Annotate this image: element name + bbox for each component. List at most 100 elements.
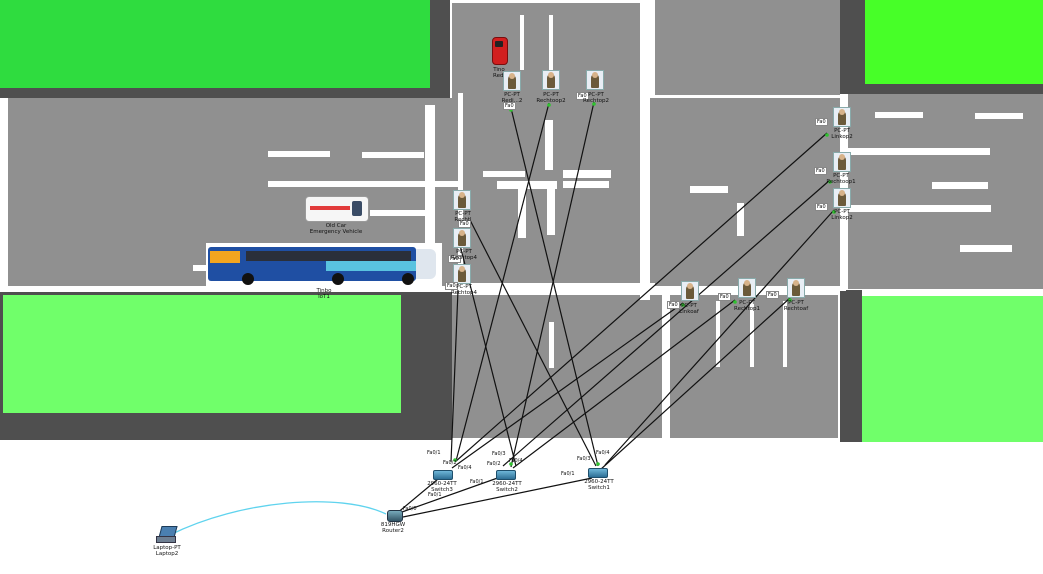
lane-marking xyxy=(549,15,553,70)
lane-marking xyxy=(737,203,744,236)
pc-name: PC-PT xyxy=(543,92,559,98)
link-light xyxy=(733,300,737,304)
lane-marking xyxy=(518,188,526,238)
bus-wheel xyxy=(242,273,254,285)
pc-icon[interactable] xyxy=(833,152,851,174)
pc-name: PC-PT xyxy=(834,128,850,134)
pc-icon[interactable] xyxy=(787,278,805,300)
link-light xyxy=(547,103,551,107)
port-label: Fa0/4 xyxy=(509,458,523,464)
pc-label: PC-PT Rechtoaf xyxy=(780,300,812,312)
ambulance-icon[interactable] xyxy=(305,196,369,222)
pc-name: PC-PT xyxy=(739,300,755,306)
pc-subname: Rechtoaf xyxy=(783,306,809,312)
grass-top-right xyxy=(865,0,1043,84)
port-tag: Fa0 xyxy=(667,301,680,309)
laptop-label: Laptop-PT Laptop2 xyxy=(145,545,189,557)
pc-icon[interactable] xyxy=(453,228,471,250)
lane-marking xyxy=(362,152,424,158)
lane-marking xyxy=(563,170,611,178)
port-label: Fa0/2 xyxy=(443,460,457,466)
bus-icon[interactable] xyxy=(206,243,442,288)
router-model: 819HGW xyxy=(380,522,406,528)
curb-top-left xyxy=(430,0,450,88)
laptop-base xyxy=(156,536,176,543)
bus-label: Tinbo IoT1 xyxy=(306,288,342,300)
road-bottom-right xyxy=(670,295,838,438)
cable xyxy=(395,473,445,515)
pc-label: PC-PT Redi...2 xyxy=(496,92,528,104)
pc-label: PC-PT Rechtop4 xyxy=(450,284,478,296)
port-tag: Fa0 xyxy=(458,220,471,228)
pc-icon[interactable] xyxy=(738,278,756,300)
port-label: Fa0/1 xyxy=(470,479,484,485)
bus-base-stripe xyxy=(193,265,207,271)
laptop-name: Laptop2 xyxy=(155,551,179,557)
router-icon[interactable] xyxy=(387,510,403,522)
laptop-icon[interactable] xyxy=(156,526,178,543)
port-label: Fa0/1 xyxy=(428,492,442,498)
bus-wheel xyxy=(402,273,414,285)
pc-name: PC-PT xyxy=(833,173,849,179)
port-label: Fa0/2 xyxy=(487,461,501,467)
pc-subname: Rechtl xyxy=(454,217,472,223)
router-name: Router2 xyxy=(382,528,404,534)
lane-marking xyxy=(497,181,557,189)
pc-subname: Linkop2 xyxy=(831,215,853,221)
ambulance-stripe xyxy=(310,206,350,210)
pc-name: PC-PT xyxy=(456,284,472,290)
pc-subname: Rechtop1 xyxy=(734,306,760,312)
pc-label: PC-PT Rechtop1 xyxy=(730,300,764,312)
lane-marking xyxy=(932,182,988,189)
ambulance-label: Old Car Emergency Vehicle xyxy=(305,223,367,235)
pc-icon[interactable] xyxy=(586,70,604,92)
port-tag: Fa0 xyxy=(445,282,458,290)
lane-marking xyxy=(662,290,668,438)
pc-name: PC-PT xyxy=(834,209,850,215)
pc-label: PC-PT Rechtl xyxy=(450,211,476,223)
cable xyxy=(450,289,459,463)
bus-accent xyxy=(210,251,240,263)
lane-marking xyxy=(845,148,990,155)
pc-subname: Rechtop2 xyxy=(583,98,609,104)
pc-subname: Linkoaf xyxy=(679,309,699,315)
switch-model: 2960-24TT xyxy=(427,481,457,487)
pc-icon[interactable] xyxy=(542,70,560,92)
switch-name: Switch3 xyxy=(431,487,453,493)
lane-marking xyxy=(783,301,787,367)
road-middle-right xyxy=(848,94,1043,289)
port-label: Fa0/3 xyxy=(492,451,506,457)
port-tag: Fa0 xyxy=(766,291,779,299)
road-top-right xyxy=(655,0,840,95)
console-cable xyxy=(169,501,387,536)
curb-top-right xyxy=(840,0,865,92)
pc-icon[interactable] xyxy=(681,281,699,303)
pc-icon[interactable] xyxy=(833,188,851,210)
switch-icon[interactable] xyxy=(433,470,453,480)
pc-name: PC-PT xyxy=(504,92,520,98)
pc-name: PC-PT xyxy=(681,303,697,309)
link-light xyxy=(828,180,832,184)
cable xyxy=(451,302,684,469)
switch-icon[interactable] xyxy=(496,470,516,480)
cable xyxy=(454,132,828,463)
pc-subname: Rechtoop2 xyxy=(536,98,566,104)
grass-top-left xyxy=(0,0,430,88)
pc-icon[interactable] xyxy=(503,71,521,93)
port-label: Fa0/3 xyxy=(577,456,591,462)
cable xyxy=(401,474,507,513)
grass-bottom-left xyxy=(3,295,401,413)
lane-marking xyxy=(640,0,650,300)
cable xyxy=(512,299,736,469)
switch-icon[interactable] xyxy=(588,468,608,478)
lane-marking xyxy=(370,210,430,216)
port-tag: Fa0 xyxy=(448,255,461,263)
pc-icon[interactable] xyxy=(453,264,471,286)
lane-marking xyxy=(545,120,553,170)
pc-label: PC-PT Rechtop4 xyxy=(450,249,478,261)
port-label: Fa0/4 xyxy=(596,450,610,456)
port-label: Fa0/0 xyxy=(403,506,417,512)
pc-icon[interactable] xyxy=(453,190,471,212)
pc-icon[interactable] xyxy=(833,107,851,129)
link-light xyxy=(596,462,600,466)
